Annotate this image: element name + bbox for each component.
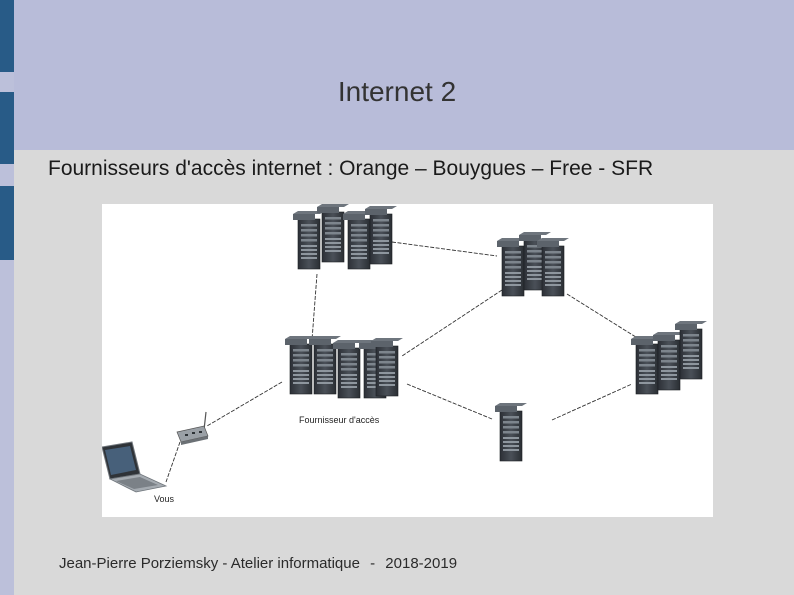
link-single-server-to-far-cluster (551, 383, 633, 421)
accent-bar-3 (0, 186, 14, 260)
server-cluster-icon (284, 335, 404, 399)
server-cluster-icon (292, 203, 398, 270)
link-right-cluster-to-provider (401, 289, 503, 357)
server-cluster-icon (496, 231, 570, 297)
link-router-to-laptop (165, 441, 181, 483)
footer-years: 2018-2019 (385, 555, 458, 572)
network-diagram: Fournisseur d'accès Vous (101, 203, 713, 517)
accent-bar-1 (0, 0, 14, 72)
provider-label: Fournisseur d'accès (299, 415, 380, 425)
user-label: Vous (154, 494, 175, 504)
link-right-cluster-to-far-cluster (566, 293, 648, 345)
wifi-router-icon (176, 411, 209, 445)
server-cluster-icon (630, 320, 708, 395)
footer-separator: - (370, 555, 376, 572)
link-top-cluster-to-right-cluster (391, 241, 498, 257)
footer-author: Jean-Pierre Porziemsky - Atelier informa… (59, 555, 360, 572)
connection-lines (165, 241, 648, 483)
laptop-icon (101, 441, 168, 493)
slide-title: Internet 2 (337, 76, 457, 107)
link-provider-to-single-server (406, 383, 493, 420)
slide-header (0, 0, 794, 150)
link-top-cluster-to-provider (311, 273, 318, 341)
slide-footer: Jean-Pierre Porziemsky - Atelier informa… (59, 555, 463, 572)
link-provider-to-router (206, 381, 283, 427)
accent-bar-2 (0, 92, 14, 164)
server-icon (494, 402, 528, 462)
slide-subtitle: Fournisseurs d'accès internet : Orange –… (48, 157, 654, 180)
